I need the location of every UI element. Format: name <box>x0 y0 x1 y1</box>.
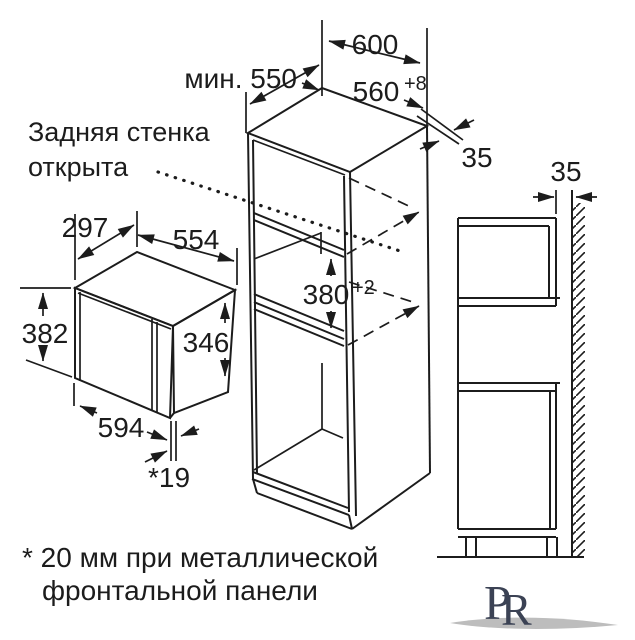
niche-interior-lines <box>253 232 322 260</box>
dim-297-depth: 297 <box>62 211 138 280</box>
dim-19-overhang: *19 <box>144 425 200 493</box>
watermark-swoosh <box>450 617 618 629</box>
cabinet-back-edge <box>426 125 431 474</box>
sideview-lower-back <box>549 391 557 529</box>
back-wall-label-line2: открыта <box>28 152 129 182</box>
microwave-door-handle <box>151 319 158 412</box>
open-back-dashed-niche <box>348 281 414 303</box>
cabinet-top-face <box>245 86 430 174</box>
wall-hatching <box>573 203 585 557</box>
dim-382-front-height: 382 <box>20 287 73 378</box>
microwave-top-edge-inner <box>77 292 172 330</box>
microwave-door-face <box>74 286 175 420</box>
cabinet-side-view <box>437 217 584 558</box>
sideview-shelf-upper <box>458 297 560 307</box>
dim-label-35-wall: 35 <box>550 156 581 187</box>
dim-label-346: 346 <box>183 327 230 358</box>
dim-594-front-width: 594 <box>73 383 168 443</box>
open-back-dashed-upper <box>348 177 414 209</box>
dotted-leader <box>156 170 402 253</box>
dim-label-560-tolerance: +8 <box>404 73 427 95</box>
microwave-top-face <box>72 250 238 328</box>
watermark-letter-r: R <box>501 584 532 635</box>
microwave-side-face <box>171 288 237 415</box>
dim-35-top-strip: 35 <box>416 108 493 173</box>
dim-label-19: *19 <box>148 462 190 493</box>
cabinet-left-stile <box>247 132 258 480</box>
sideview-bottom <box>458 528 556 538</box>
sideview-upper-back <box>548 218 557 306</box>
dim-min-550: мин. 550 <box>184 63 320 133</box>
dim-label-297: 297 <box>62 212 109 243</box>
footnote-line1: * 20 мм при металлической <box>22 542 378 573</box>
dim-600-cabinet-depth: 600 <box>321 20 428 133</box>
footnote-line2: фронтальной панели <box>42 575 318 606</box>
dim-label-594: 594 <box>98 412 145 443</box>
microwave-door-step <box>169 412 175 419</box>
footnote: * 20 мм при металлической фронтальной па… <box>22 542 378 606</box>
cabinet-shelf-upper <box>253 212 345 258</box>
sideview-top <box>458 217 556 227</box>
dim-35-wall-gap: 35 <box>533 156 597 214</box>
dim-label-min-550: мин. 550 <box>184 63 297 94</box>
wall-section <box>571 190 585 557</box>
dim-label-35-top: 35 <box>461 142 492 173</box>
open-back-dashed-upper-arrow <box>346 211 420 255</box>
dim-label-382: 382 <box>22 318 69 349</box>
base-interior-lines <box>253 363 344 471</box>
dim-560-niche-width: 560 +8 <box>301 73 427 109</box>
dim-label-554: 554 <box>173 224 220 255</box>
watermark-logo: P R <box>450 575 618 635</box>
cabinet-top-front-inner <box>252 139 346 176</box>
microwave-unit <box>72 250 238 461</box>
cabinet-bottom <box>251 471 431 530</box>
dim-label-380: 380 <box>303 279 350 310</box>
back-wall-open-label: Задняя стенка открыта <box>28 117 402 253</box>
dim-346-body-height: 346 <box>183 302 230 377</box>
watermark-letter-p: P <box>484 575 511 630</box>
dim-label-560: 560 <box>353 76 400 107</box>
open-back-dashed-niche-arrow <box>347 305 420 346</box>
sideview-shelf-lower <box>458 382 560 392</box>
dim-label-380-tolerance: +2 <box>352 277 375 299</box>
back-wall-label-line1: Задняя стенка <box>28 117 211 147</box>
sideview-feet <box>465 537 558 556</box>
dim-554-body-width: 554 <box>137 224 238 285</box>
dim-label-600: 600 <box>352 29 399 60</box>
dim-380-niche-height: 380 +2 <box>303 258 375 329</box>
cabinet-right-stile <box>343 171 357 517</box>
overhang-extension-lines <box>170 421 177 461</box>
